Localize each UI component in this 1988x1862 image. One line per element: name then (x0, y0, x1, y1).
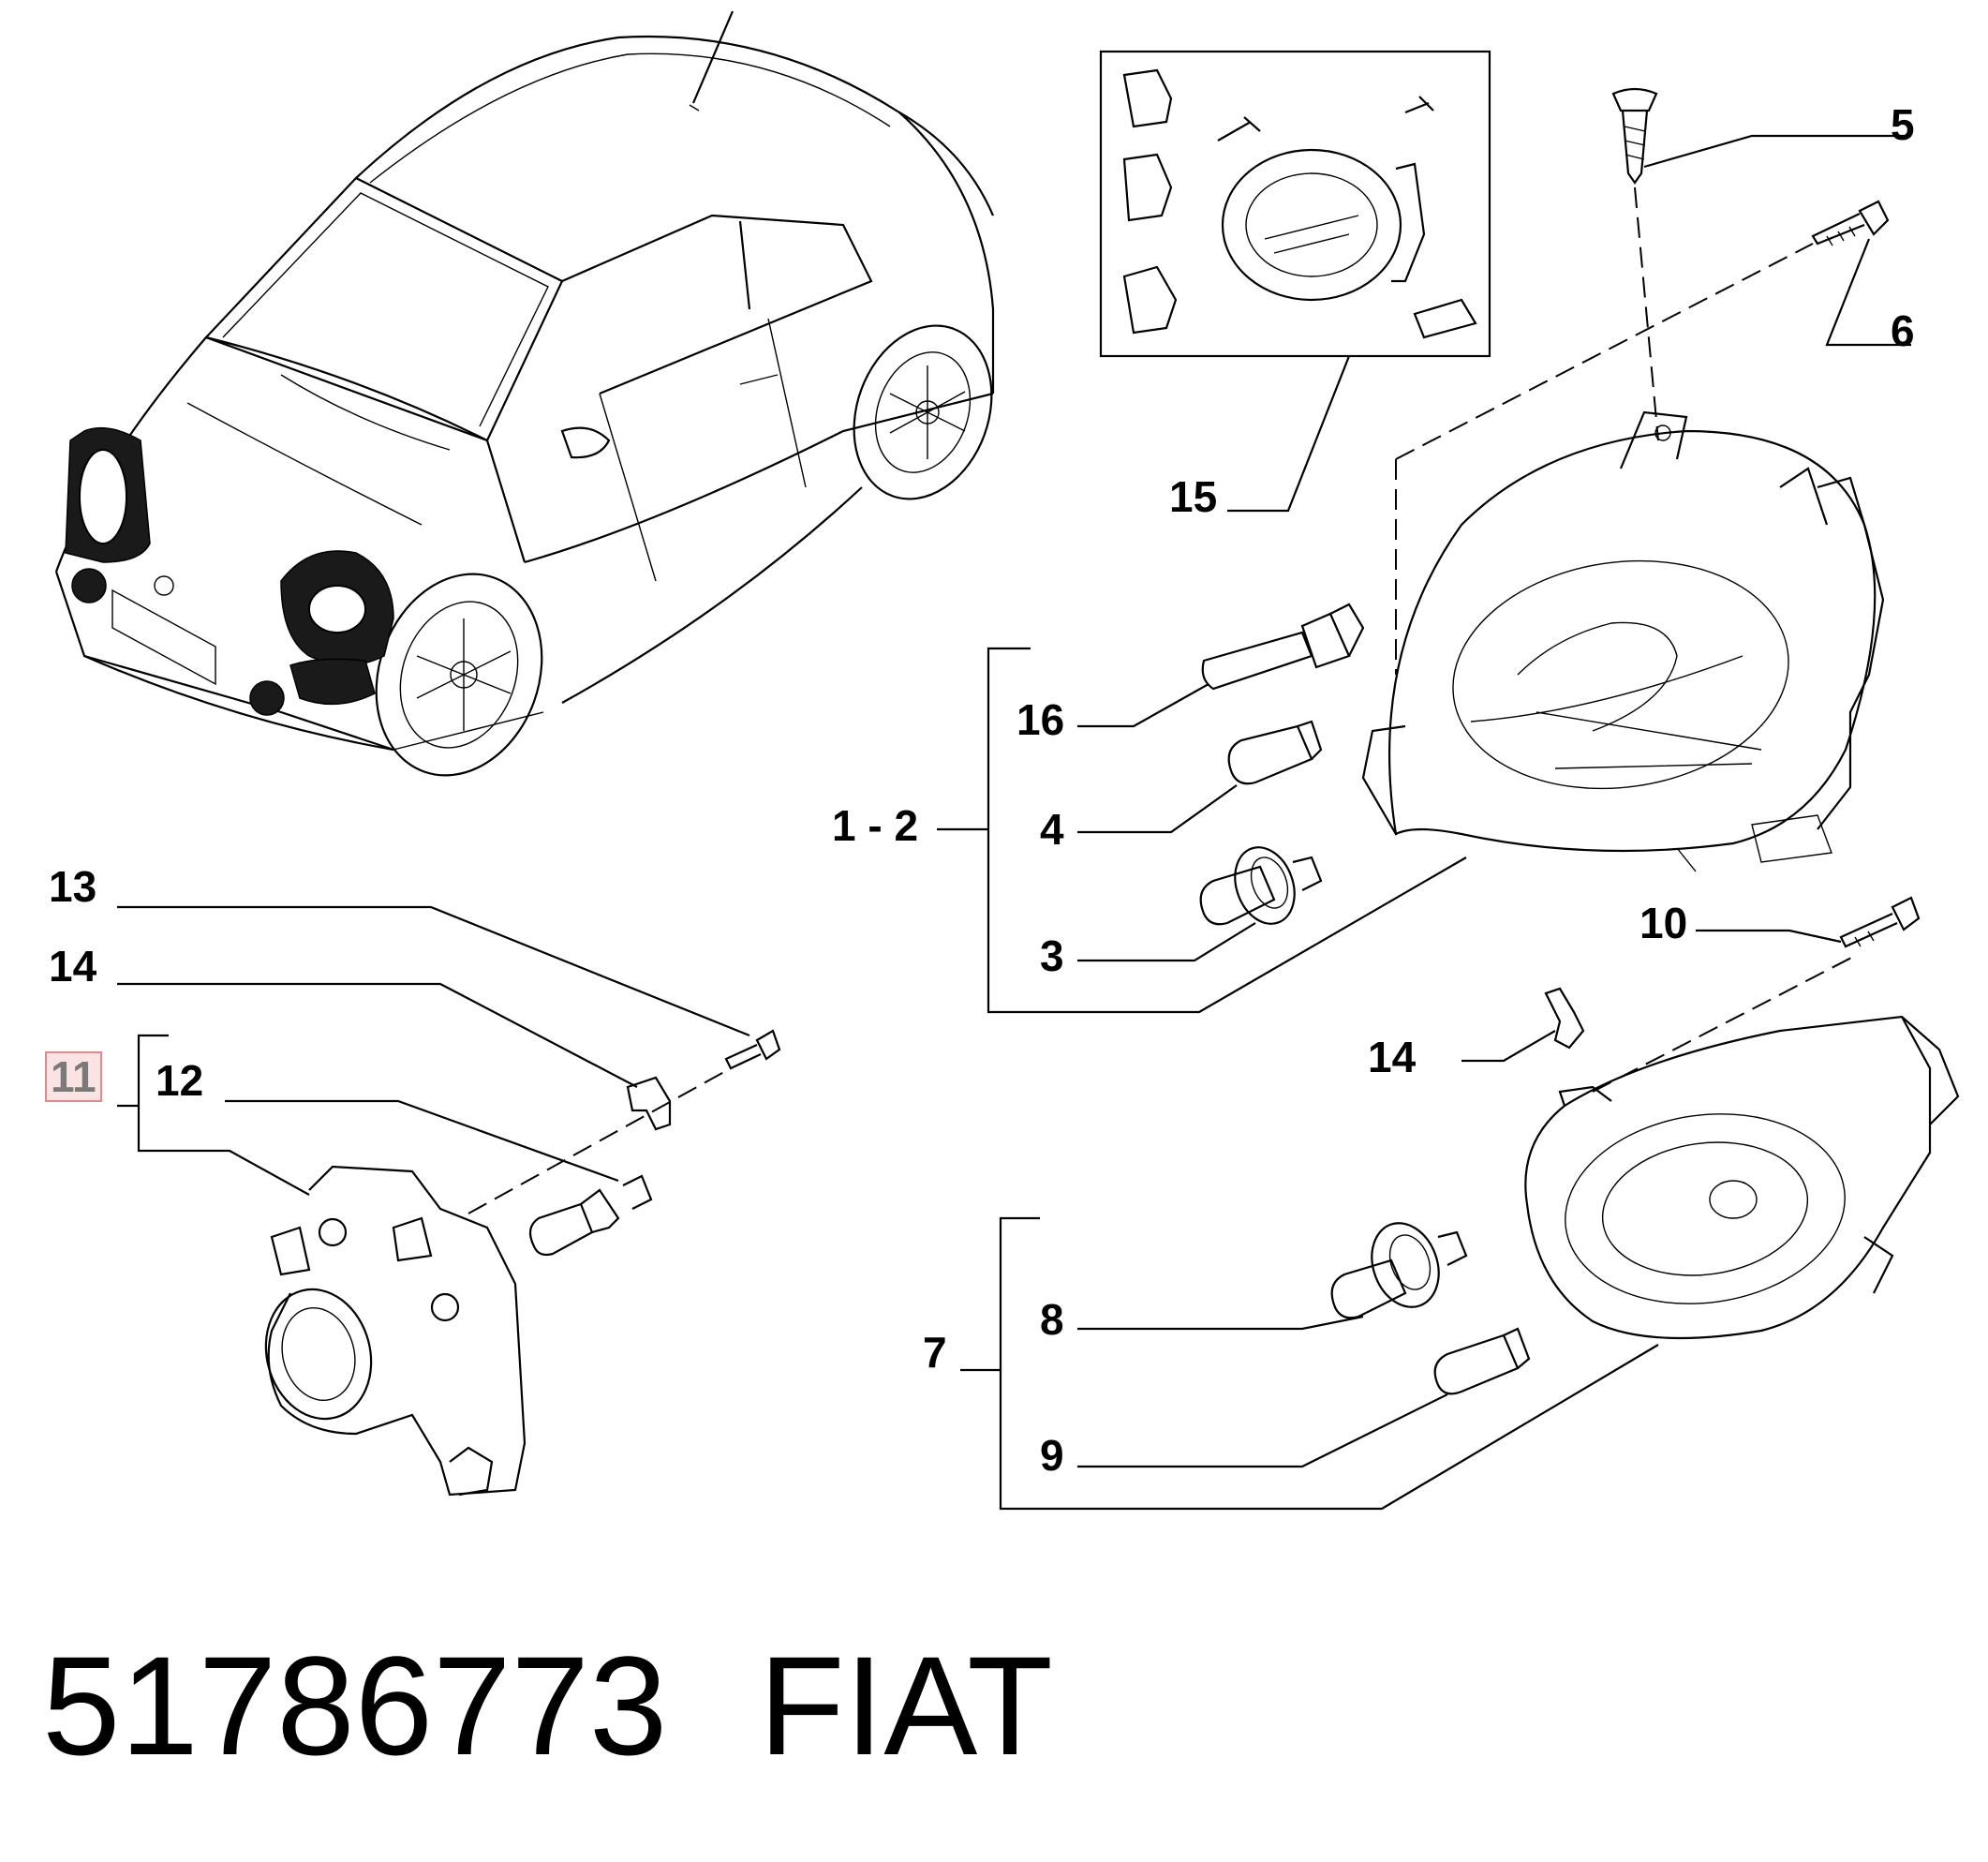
bulb-8 (1330, 1222, 1468, 1319)
leader-8 (1077, 1315, 1364, 1331)
bracket-1-2 (937, 647, 1467, 1014)
dash-13 (467, 1067, 732, 1214)
bracket-7 (960, 1216, 1659, 1511)
screw-6 (1811, 200, 1890, 246)
fog-lamp-left (264, 1165, 527, 1497)
bracket-11 (117, 1034, 310, 1196)
kit-box-15 (1099, 50, 1491, 358)
leader-4 (1077, 784, 1238, 834)
leader-14-right (1461, 1030, 1556, 1063)
leader-6 (1825, 238, 1911, 347)
callout-13: 13 (49, 862, 97, 911)
callout-8: 8 (1040, 1295, 1064, 1344)
bulb-16 (1201, 603, 1365, 691)
brand-name: FIAT (759, 1627, 1053, 1784)
leader-14-left (117, 982, 638, 1088)
bulb-9 (1433, 1327, 1531, 1395)
leader-9 (1077, 1393, 1448, 1468)
callout-14-right: 14 (1368, 1033, 1417, 1081)
callout-6: 6 (1891, 306, 1915, 355)
main-headlight (1361, 410, 1885, 872)
callout-15: 15 (1169, 472, 1218, 521)
fog-lamp-right (1524, 1015, 1960, 1340)
callout-12: 12 (156, 1056, 204, 1105)
bulb-4 (1227, 720, 1323, 785)
callout-3: 3 (1040, 931, 1064, 980)
bulb-3 (1199, 846, 1323, 926)
part-number: 51786773 (42, 1627, 668, 1784)
callout-1-2: 1 - 2 (832, 801, 919, 850)
screw-10 (1839, 896, 1921, 948)
leader-12 (225, 1099, 619, 1183)
dash-5 (1634, 186, 1659, 441)
screw-13 (724, 1029, 781, 1070)
bulb-12 (528, 1174, 653, 1257)
callout-10: 10 (1639, 899, 1688, 947)
leader-15 (1227, 355, 1351, 513)
leader-5 (1643, 134, 1911, 169)
callout-5: 5 (1891, 100, 1915, 149)
clip-14-left (626, 1076, 672, 1131)
callout-11-highlighted[interactable]: 11 (45, 1051, 102, 1102)
leader-16 (1077, 683, 1209, 728)
callout-16: 16 (1016, 695, 1065, 744)
leader-10 (1696, 929, 1842, 944)
dash-10 (1592, 955, 1856, 1093)
dash-6 (1395, 243, 1814, 675)
callout-14-left: 14 (49, 942, 97, 991)
callout-9: 9 (1040, 1431, 1064, 1480)
car-illustration (54, 10, 995, 777)
callout-4: 4 (1040, 805, 1064, 854)
screw-5 (1611, 87, 1658, 185)
callout-7: 7 (923, 1328, 947, 1377)
clip-14-right (1544, 987, 1585, 1050)
leader-3 (1077, 922, 1256, 962)
leader-13 (117, 905, 750, 1037)
